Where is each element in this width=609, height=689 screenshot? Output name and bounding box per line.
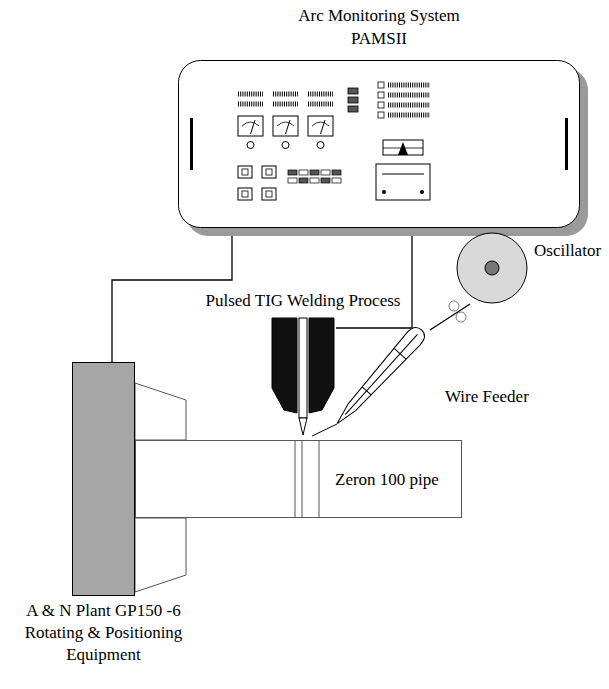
system-heading: Arc Monitoring System <box>178 5 580 27</box>
wire-feeder-shape <box>325 318 430 432</box>
tungsten-electrode <box>299 318 307 418</box>
switch-lever <box>398 142 408 155</box>
push-button-cap <box>266 169 272 175</box>
push-button <box>262 188 276 200</box>
key-button <box>310 170 319 175</box>
part-label: Oscillator <box>534 240 601 262</box>
indicator-lamp <box>348 97 358 103</box>
display-digits <box>308 92 333 97</box>
meter <box>238 116 263 136</box>
display-digits <box>273 92 298 97</box>
push-button-cap <box>242 191 248 197</box>
weld-joint-line <box>302 440 303 518</box>
torch-nozzle <box>272 318 297 413</box>
filler-wire <box>312 424 337 436</box>
wire-spool-shape <box>456 232 528 304</box>
meter-knob <box>282 142 289 149</box>
feeder-band <box>394 348 406 359</box>
pipe-outline <box>136 441 462 518</box>
tig-torch-shape <box>270 318 336 436</box>
selector-switch <box>383 140 423 155</box>
feeder-band <box>362 387 371 395</box>
upper-chuck <box>135 383 186 440</box>
meter-scale <box>312 122 329 126</box>
key-button <box>321 178 330 183</box>
key-button <box>288 178 297 183</box>
indicator-lamp <box>378 92 384 98</box>
meter-knob <box>247 142 254 149</box>
lower-chuck <box>135 518 186 592</box>
spool-outline <box>457 233 527 303</box>
meter <box>308 116 333 136</box>
electrode-tip <box>299 418 307 435</box>
meter-scale <box>277 122 294 126</box>
meter <box>273 116 298 136</box>
pipe-workpiece: Zeron 100 pipe <box>135 440 462 518</box>
push-button <box>238 166 252 178</box>
indicator-lamp <box>378 82 384 88</box>
wire-feeder: Wire Feeder <box>325 318 430 432</box>
feeder-wire-guide <box>345 334 417 414</box>
meter-scale <box>242 122 259 126</box>
display-digits <box>388 83 430 88</box>
key-button <box>299 178 308 183</box>
display-digits <box>388 103 430 108</box>
system-name: PAMSII <box>178 28 580 50</box>
feeder-nozzle <box>330 324 428 430</box>
push-button <box>238 188 252 200</box>
spool-hub <box>485 261 499 275</box>
display-digits <box>308 102 333 107</box>
positioner-headstock-shape <box>72 362 135 596</box>
key-button <box>321 170 330 175</box>
switch-line <box>383 148 423 149</box>
indicator-lamp <box>348 88 358 94</box>
indicator-lamp <box>348 106 358 112</box>
display-digits <box>238 102 263 107</box>
pipe-section-line <box>319 440 320 518</box>
display-digits <box>273 102 298 107</box>
positioner-headstock: A & N Plant GP150 -6 Rotating & Position… <box>72 362 135 596</box>
monitoring-cabinet: Arc Monitoring SystemPAMSII <box>178 60 580 228</box>
recorder-screw <box>420 190 424 194</box>
part-label: Zeron 100 pipe <box>335 469 439 491</box>
weld-joint-line <box>295 440 296 518</box>
key-button <box>332 178 341 183</box>
chart-recorder <box>376 164 430 200</box>
display-digits <box>388 113 430 118</box>
indicator-lamp <box>378 102 384 108</box>
key-button <box>299 170 308 175</box>
part-label: Wire Feeder <box>445 386 529 408</box>
push-button-cap <box>242 169 248 175</box>
recorder-screw <box>382 190 386 194</box>
key-button <box>310 178 319 183</box>
handle-bar <box>190 118 193 170</box>
tig-torch: Pulsed TIG Welding Process <box>270 318 336 436</box>
handle-bar <box>565 118 568 170</box>
process-label: Pulsed TIG Welding Process <box>170 290 436 312</box>
signal-cable <box>336 228 412 328</box>
indicator-lamp <box>378 112 384 118</box>
guide-roller <box>449 301 459 311</box>
push-button-cap <box>266 191 272 197</box>
display-digits <box>238 92 263 97</box>
key-button <box>288 170 297 175</box>
torch-nozzle <box>309 318 334 413</box>
equipment-label: A & N Plant GP150 -6 Rotating & Position… <box>2 600 205 666</box>
headstock-block <box>73 363 135 596</box>
display-digits <box>388 93 430 98</box>
push-button <box>262 166 276 178</box>
meter-knob <box>317 142 324 149</box>
monitoring-cabinet-shape <box>178 60 580 228</box>
guide-roller <box>456 312 466 322</box>
key-button <box>332 170 341 175</box>
recorder-slot <box>382 174 424 175</box>
feeder-body <box>330 324 428 430</box>
wire-spool: Oscillator <box>456 232 528 304</box>
cabinet-outline <box>179 61 580 228</box>
